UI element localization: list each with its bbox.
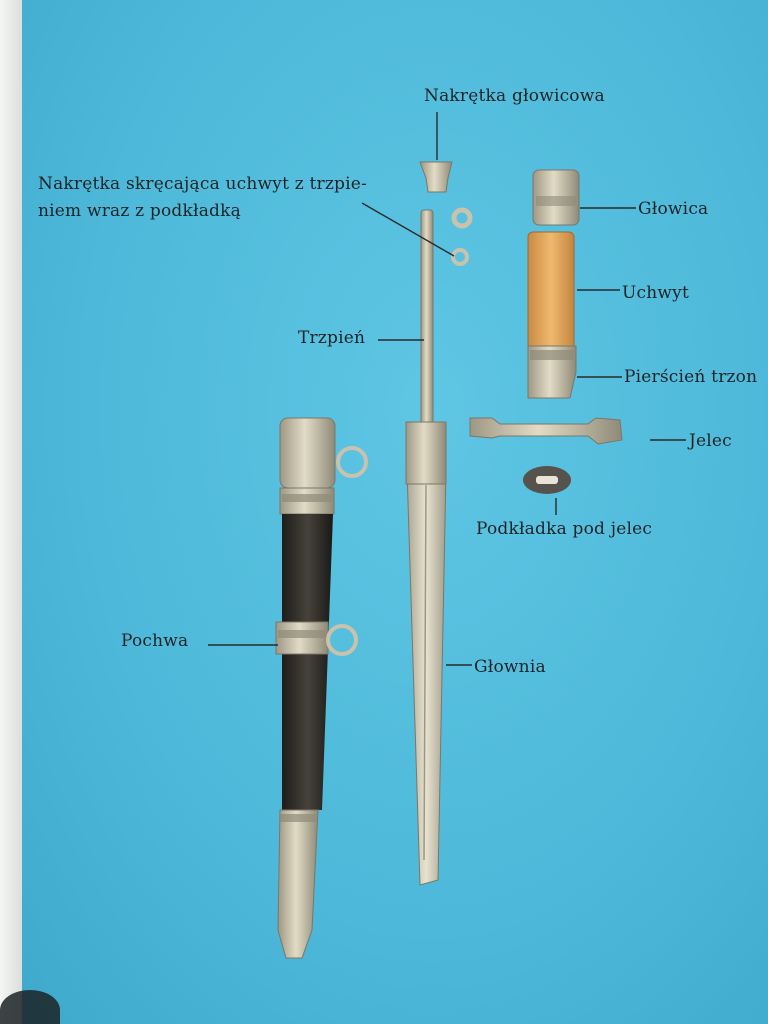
grip bbox=[527, 231, 575, 351]
label-podkladka-pod-jelec: Podkładka pod jelec bbox=[476, 519, 653, 539]
crossguard-washer bbox=[523, 466, 571, 494]
label-pochwa: Pochwa bbox=[121, 631, 189, 651]
scabbard bbox=[275, 417, 368, 959]
label-jelec: Jelec bbox=[689, 431, 732, 451]
label-nakretka-skrecajaca-line1: Nakrętka skręcająca uchwyt z trzpie- bbox=[38, 174, 367, 194]
pommel bbox=[532, 169, 580, 226]
blade bbox=[405, 421, 447, 886]
label-glownia: Głownia bbox=[474, 657, 546, 677]
label-trzpien: Trzpień bbox=[298, 328, 366, 348]
pommel-nut bbox=[419, 161, 453, 193]
label-glowica: Głowica bbox=[638, 199, 709, 219]
leader-lines bbox=[208, 112, 686, 666]
blue-background bbox=[22, 0, 768, 1024]
label-nakretka-skrecajaca-line2: niem wraz z podkładką bbox=[38, 201, 241, 221]
tang-nut-and-washer bbox=[451, 207, 473, 266]
grip-ferrule-ring bbox=[527, 345, 577, 399]
label-nakretka-glowicowa: Nakrętka głowicowa bbox=[424, 86, 605, 106]
dark-shadow-corner bbox=[0, 990, 60, 1024]
label-pierscien-trzon: Pierścień trzon bbox=[624, 367, 758, 387]
paper-edge bbox=[0, 0, 24, 1024]
label-uchwyt: Uchwyt bbox=[622, 283, 689, 303]
crossguard bbox=[469, 417, 623, 445]
